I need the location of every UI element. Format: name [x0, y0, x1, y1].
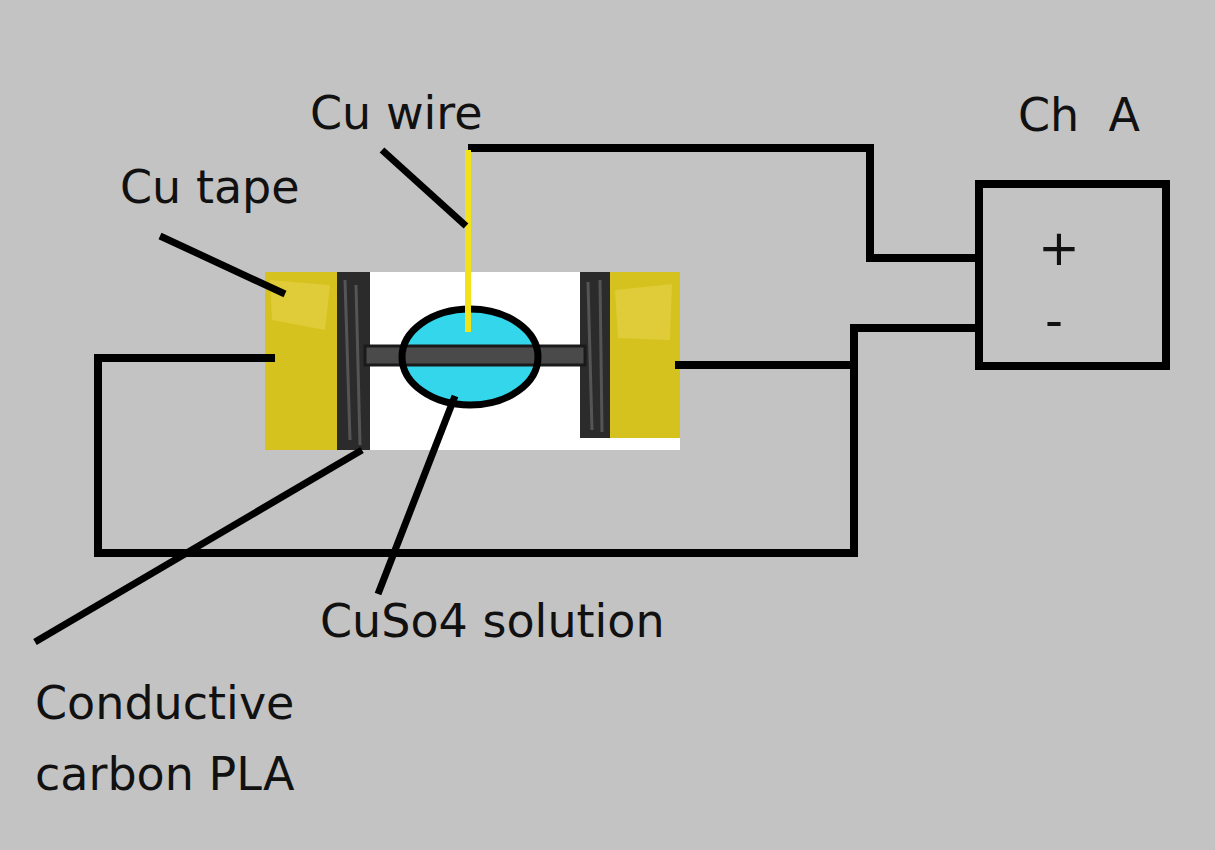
wire	[675, 361, 858, 369]
cu-wire	[465, 150, 471, 332]
channel-box: Ch A+-	[975, 180, 1170, 370]
part-label: Conductive carbon PLA	[35, 668, 375, 811]
terminal-label: +	[1038, 218, 1080, 278]
leader-line	[35, 450, 362, 642]
leader-line	[160, 236, 285, 294]
channel-label: Ch A	[1018, 88, 1140, 143]
tape-sheen	[615, 284, 672, 340]
carbon-texture	[345, 280, 602, 445]
wire	[850, 324, 983, 332]
leader-line	[378, 396, 455, 594]
part-label: CuSo4 solution	[320, 594, 665, 649]
substrate	[265, 272, 680, 450]
part-label: Cu tape	[120, 160, 300, 215]
part-label: Cu wire	[310, 86, 483, 141]
wire	[98, 324, 854, 553]
terminal-label: -	[1045, 291, 1063, 351]
leader-line	[382, 150, 466, 226]
cu-tape-left	[265, 272, 340, 450]
cu-tape-right	[608, 272, 680, 438]
wire	[468, 148, 983, 258]
carbon-bar	[365, 346, 585, 365]
